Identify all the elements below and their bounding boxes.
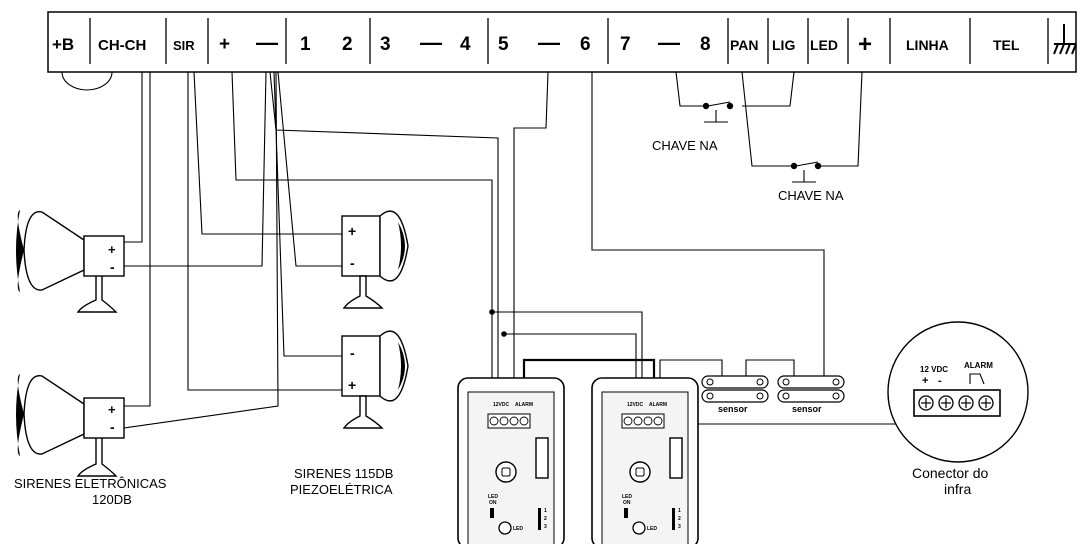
terminal-label: — [420,30,442,55]
module-supply-label: 12VDC [627,402,644,408]
connector-minus-label: - [938,375,942,387]
jumper-digit: 1 [544,508,547,514]
connector-caption-2: infra [944,481,971,497]
jumper-digit: 3 [678,524,681,530]
module-on-label: ON [623,500,631,506]
switch-label: CHAVE NA [778,188,844,203]
terminal-label: PAN [730,37,759,53]
terminal-label: — [538,30,560,55]
switch-1: CHAVE NA [652,71,795,153]
module-supply-label: 12VDC [493,402,510,408]
piezo-siren-top: + - [341,210,409,309]
wiring [123,71,900,429]
jumper-digit: 1 [678,508,681,514]
infra-connector: 12 VDC ALARM + - Conector do infra [887,321,1029,497]
terminal-label: + [219,34,230,55]
piezo-siren-bottom: - + [341,330,409,429]
terminal-label: 8 [700,34,711,55]
module-alarm-label: ALARM [515,402,533,408]
terminal-label: 2 [342,34,353,55]
sensor-1: sensor [701,375,769,414]
terminal-label: 4 [460,34,471,55]
terminal-label: SIR [173,38,195,53]
ground-icon [1053,24,1077,55]
module-on-label: ON [489,500,497,506]
switch-2: CHAVE NA [741,71,863,203]
terminal-label: — [256,30,278,55]
module-led-label: LED [513,526,523,532]
module-led-label: LED [488,494,498,500]
terminal-label: 1 [300,34,311,55]
connector-vdc-label: 12 VDC [920,365,948,374]
terminal-label: 7 [620,34,631,55]
sensor-2: sensor [777,375,845,414]
module-alarm-label: ALARM [649,402,667,408]
connector-caption: Conector do [912,465,988,481]
infra-module-1: 12VDC ALARM LED ON LED 1 2 3 [457,377,565,544]
terminal-label: TEL [993,37,1020,53]
jumper-digit: 3 [544,524,547,530]
terminal-label: LED [810,37,838,53]
terminal-strip: +B CH-CH SIR + — 1 2 3 — 4 5 — 6 7 — 8 P… [47,11,1077,91]
terminal-label: — [658,30,680,55]
electronic-siren-bottom: + - [16,374,125,477]
piezo-sirens-label: SIRENES 115DB [294,466,393,481]
terminal-separators [89,18,1049,64]
terminal-label: LINHA [906,37,949,53]
siren-minus-label: - [350,255,355,271]
siren-plus-label: + [108,402,116,417]
siren-minus-label: - [350,345,355,361]
connector-plus-label: + [922,375,928,387]
module-led-label: LED [647,526,657,532]
module-led-label: LED [622,494,632,500]
terminal-label: + [858,31,872,58]
connector-alarm-label: ALARM [964,361,993,370]
terminal-label: CH-CH [98,37,146,54]
electronic-sirens-db-label: 120DB [92,492,132,507]
jumper-digit: 2 [678,516,681,522]
siren-minus-label: - [110,419,115,435]
sensor-label: sensor [718,404,748,414]
infra-module-2: 12VDC ALARM LED ON LED 1 2 3 [591,377,699,544]
jumper-digit: 2 [544,516,547,522]
electronic-siren-top: + - [16,210,125,313]
siren-plus-label: + [108,242,116,257]
terminal-strip-frame [47,11,1077,73]
siren-plus-label: + [348,223,356,239]
piezo-sirens-type-label: PIEZOELÉTRICA [290,482,393,497]
terminal-label: 6 [580,34,591,55]
terminal-label: 3 [380,34,391,55]
sensor-label: sensor [792,404,822,414]
siren-plus-label: + [348,377,356,393]
terminal-label: LIG [772,37,795,53]
electronic-sirens-label: SIRENES ELETRÔNICAS [14,476,167,491]
terminal-label: +B [52,35,74,54]
siren-minus-label: - [110,259,115,275]
switch-label: CHAVE NA [652,138,718,153]
terminal-label: 5 [498,34,509,55]
bat-loop-wire [61,71,113,91]
